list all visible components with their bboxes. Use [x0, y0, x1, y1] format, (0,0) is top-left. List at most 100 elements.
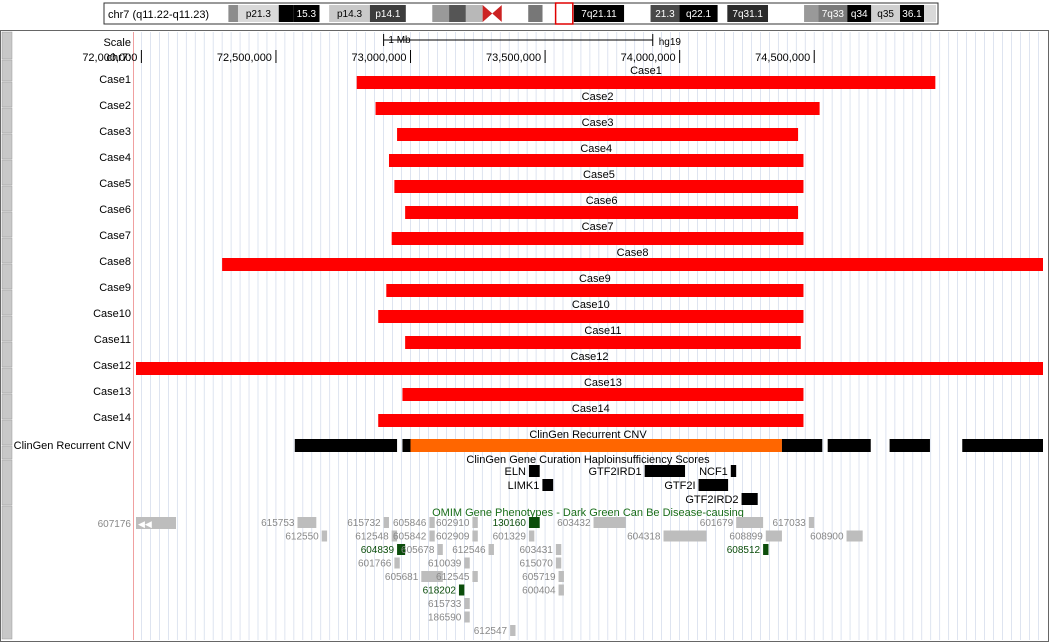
omim-item-600404[interactable]: 600404 — [522, 584, 564, 597]
omim-item-615733[interactable]: 615733 — [428, 598, 470, 610]
omim-item-605846[interactable]: 605846 — [393, 517, 435, 529]
track-handle[interactable] — [1, 81, 13, 108]
omim-item-608900[interactable]: 608900 — [810, 530, 863, 543]
haplo-gene-box[interactable] — [741, 493, 758, 505]
omim-box[interactable] — [488, 544, 494, 555]
haplo-gene-box[interactable] — [542, 479, 554, 491]
cnv-segment[interactable] — [294, 439, 398, 452]
omim-item-612546[interactable]: 612546 — [452, 544, 494, 556]
omim-box[interactable] — [429, 530, 435, 542]
track-handle[interactable] — [1, 289, 13, 316]
cnv-segment[interactable] — [889, 439, 930, 452]
omim-item-612548[interactable]: 612548 — [355, 530, 398, 543]
track-handle[interactable] — [1, 211, 13, 238]
omim-edge-box[interactable] — [136, 517, 176, 529]
track-handle[interactable] — [1, 31, 13, 60]
omim-item-601679[interactable]: 601679 — [700, 517, 764, 529]
ideogram-band[interactable] — [727, 5, 769, 22]
haplo-gene-gtf2i[interactable]: GTF2I — [664, 479, 729, 492]
track-handle[interactable] — [1, 505, 13, 640]
omim-box[interactable] — [558, 584, 564, 596]
track-handle[interactable] — [1, 341, 13, 368]
case-cnv-bar[interactable] — [405, 206, 799, 219]
track-handle[interactable] — [1, 367, 13, 394]
omim-box[interactable] — [555, 544, 562, 555]
case-cnv-bar[interactable] — [402, 388, 804, 401]
track-handle[interactable] — [1, 459, 13, 506]
haplo-gene-box[interactable] — [730, 465, 737, 477]
ideogram-band[interactable] — [214, 5, 229, 22]
ideogram-band[interactable] — [900, 5, 925, 22]
omim-box[interactable] — [528, 530, 535, 542]
omim-item-610039[interactable]: 610039 — [428, 557, 470, 570]
case-track-label[interactable]: Case8 — [99, 256, 131, 268]
case-cnv-bar[interactable] — [391, 232, 804, 245]
ideogram-band[interactable] — [237, 5, 279, 22]
ideogram-band[interactable] — [293, 5, 320, 22]
omim-box[interactable] — [763, 544, 769, 555]
case-cnv-bar[interactable] — [356, 76, 936, 89]
ideogram-band[interactable] — [818, 5, 848, 22]
omim-box[interactable] — [765, 530, 782, 542]
omim-box[interactable] — [429, 517, 435, 528]
omim-box[interactable] — [663, 530, 707, 542]
omim-item-601329[interactable]: 601329 — [493, 530, 535, 543]
track-handle[interactable] — [1, 59, 13, 82]
haplo-gene-box[interactable] — [644, 465, 686, 477]
track-handle[interactable] — [1, 445, 13, 460]
omim-item-608899[interactable]: 608899 — [729, 530, 782, 543]
track-handle[interactable] — [1, 315, 13, 342]
track-handle[interactable] — [1, 237, 13, 264]
case-cnv-bar[interactable] — [394, 180, 804, 193]
omim-item-603431[interactable]: 603431 — [519, 544, 562, 556]
haplo-gene-box[interactable] — [698, 479, 729, 491]
haplo-gene-eln[interactable]: ELN — [505, 465, 540, 478]
omim-item-612547[interactable]: 612547 — [474, 625, 516, 637]
ideogram-band[interactable] — [679, 5, 718, 22]
case-track-label[interactable]: Case14 — [93, 412, 131, 424]
ideogram-band[interactable] — [405, 5, 433, 22]
omim-item-604839[interactable]: 604839 — [361, 544, 406, 556]
omim-box[interactable] — [464, 598, 470, 609]
case-cnv-bar[interactable] — [386, 284, 804, 297]
omim-item-618202[interactable]: 618202 — [423, 584, 465, 597]
case-track-label[interactable]: Case4 — [99, 152, 131, 164]
case-track-label[interactable]: Case9 — [99, 282, 131, 294]
omim-item-605719[interactable]: 605719 — [522, 571, 564, 583]
omim-box[interactable] — [510, 625, 516, 636]
ideogram-band[interactable] — [278, 5, 294, 22]
track-handle[interactable] — [1, 419, 13, 446]
omim-box[interactable] — [464, 557, 470, 569]
omim-item-605842[interactable]: 605842 — [393, 530, 435, 543]
omim-box[interactable] — [421, 571, 443, 582]
omim-box[interactable] — [846, 530, 863, 542]
omim-box[interactable] — [555, 557, 562, 569]
ideogram-band[interactable] — [228, 5, 238, 22]
case-cnv-bar[interactable] — [375, 102, 820, 115]
omim-box[interactable] — [558, 571, 564, 582]
cnv-segment[interactable] — [402, 439, 411, 452]
omim-box[interactable] — [437, 544, 443, 555]
omim-box[interactable] — [808, 517, 815, 528]
case-cnv-bar[interactable] — [388, 154, 804, 167]
omim-box[interactable] — [397, 544, 406, 555]
ideogram-band[interactable] — [624, 5, 651, 22]
case-track-label[interactable]: Case1 — [99, 74, 131, 86]
omim-box[interactable] — [472, 571, 478, 582]
omim-box[interactable] — [394, 557, 400, 569]
cnv-segment[interactable] — [781, 439, 823, 452]
ideogram-band[interactable] — [650, 5, 680, 22]
omim-item-617033[interactable]: 617033 — [772, 517, 815, 529]
track-handle[interactable] — [1, 159, 13, 186]
case-cnv-bar[interactable] — [405, 336, 801, 349]
case-track-label[interactable]: Case13 — [93, 386, 131, 398]
case-cnv-bar[interactable] — [378, 310, 804, 323]
ideogram-band[interactable] — [768, 5, 805, 22]
omim-item-603432[interactable]: 603432 — [557, 517, 626, 529]
ideogram-band[interactable] — [554, 5, 574, 22]
track-handle[interactable] — [1, 107, 13, 134]
omim-box[interactable] — [383, 517, 389, 528]
cnv-segment[interactable] — [827, 439, 871, 452]
